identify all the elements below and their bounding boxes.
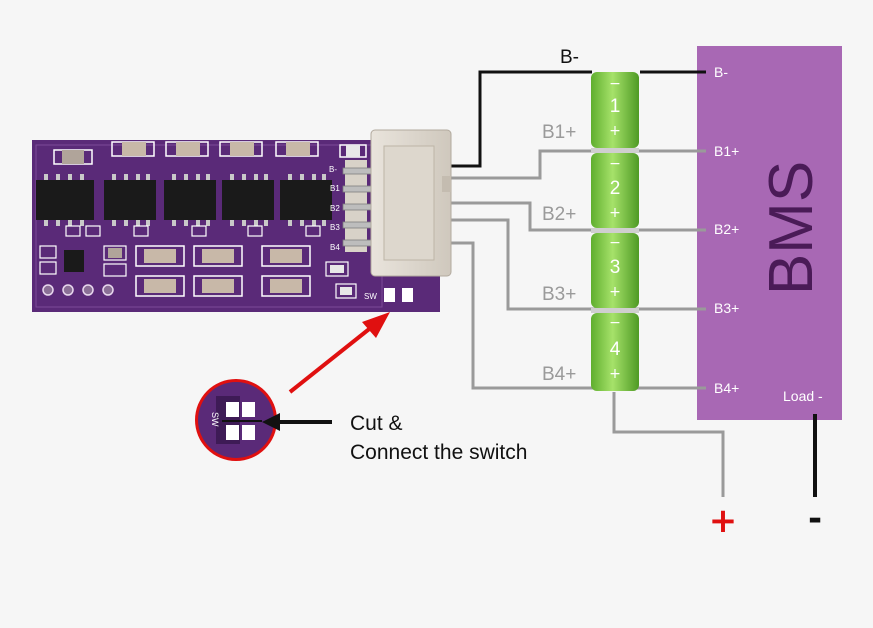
balancer-pcb: B- B1 B2 B3 B4 SW [32, 129, 452, 312]
bms-pin-b1: B1+ [714, 143, 739, 159]
svg-text:−: − [609, 315, 621, 331]
wire-label-b4: B4+ [542, 364, 576, 385]
bms-pin-b2: B2+ [714, 221, 739, 237]
pcb-pin-labels: B- B1 B2 B3 B4 [329, 165, 340, 252]
svg-text:−: − [609, 235, 621, 251]
switch-callout: SW Cut & Connect the switch [195, 312, 527, 464]
pcb-pin-label-b3: B3 [330, 223, 340, 232]
wire-label-b-minus: B- [560, 47, 579, 68]
callout-red-arrow-line [288, 320, 380, 394]
pcb-pin-label-b4: B4 [330, 243, 340, 252]
pcb-pin-label-b2: B2 [330, 204, 340, 213]
pcb-mounting-holes [42, 284, 114, 296]
wire-label-b2: B2+ [542, 204, 576, 225]
battery-cell-3: − 3 + [591, 233, 639, 308]
pcb-top-resistors [53, 141, 367, 165]
svg-text:+: + [609, 284, 621, 300]
svg-text:+: + [609, 205, 621, 221]
pcb-switch-label: SW [364, 292, 377, 301]
svg-text:−: − [609, 156, 621, 172]
bms-load-label: Load - [783, 388, 823, 404]
wire-labels: B- B1+ B2+ B3+ B4+ [542, 47, 579, 385]
svg-text:+: + [609, 366, 621, 382]
callout-text-line-2: Connect the switch [350, 441, 527, 464]
svg-text:+: + [609, 123, 621, 139]
bms-module: BMS B- B1+ B2+ B3+ B4+ Load - [697, 46, 842, 420]
cell-number-4: 4 [610, 339, 621, 360]
pcb-ic-row [36, 174, 332, 226]
bms-title: BMS [757, 161, 826, 295]
battery-cell-2: − 2 + [591, 153, 639, 228]
pcb-pin-label-b1: B1 [330, 184, 340, 193]
bms-pin-b3: B3+ [714, 300, 739, 316]
battery-cell-4: − 4 + [591, 313, 639, 391]
callout-red-arrowhead [362, 312, 390, 338]
bms-pin-b4: B4+ [714, 380, 739, 396]
bms-pin-b-minus: B- [714, 64, 728, 80]
svg-text:−: − [609, 76, 621, 92]
battery-cell-1: − 1 + [591, 72, 639, 148]
zoom-switch-label: SW [210, 412, 220, 427]
cell-number-3: 3 [610, 257, 621, 278]
pcb-wires [450, 70, 600, 390]
pcb-bottom-resistors [135, 245, 357, 299]
battery-stack: − 1 + − 2 + − 3 + − 4 + [591, 72, 639, 391]
output-negative-sign: - [808, 499, 822, 539]
callout-text-line-1: Cut & [350, 412, 403, 435]
pcb-pin-label-b-minus: B- [329, 165, 337, 174]
pcb-switch-pads: SW [364, 288, 413, 302]
jst-connector [342, 129, 452, 277]
wire-label-b3: B3+ [542, 284, 576, 305]
pcb-small-components [39, 225, 321, 277]
output-positive-sign: + [709, 501, 738, 541]
wire-label-b1: B1+ [542, 122, 576, 143]
cell-number-1: 1 [610, 96, 621, 117]
bms-wires [612, 70, 817, 497]
callout-black-arrowhead [262, 413, 280, 431]
cell-number-2: 2 [610, 178, 621, 199]
